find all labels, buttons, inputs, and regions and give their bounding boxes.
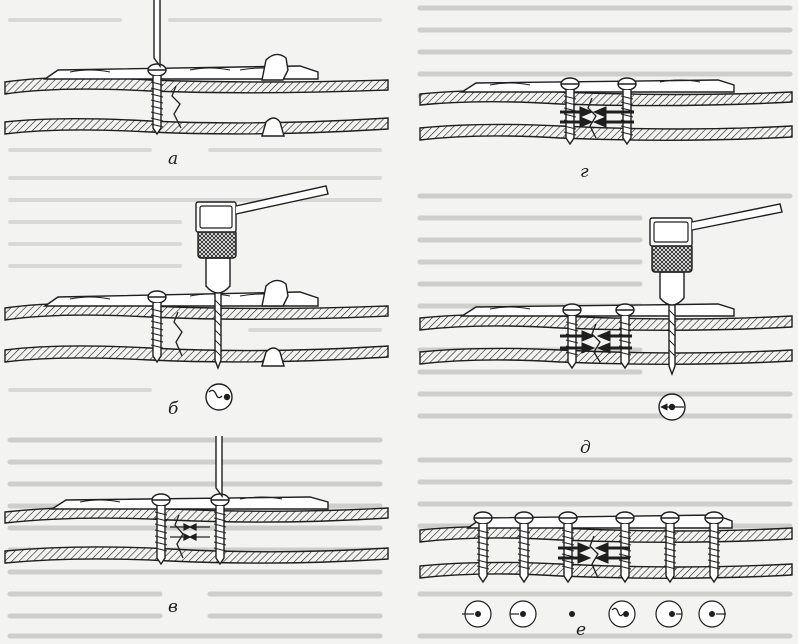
fracture-line	[171, 85, 182, 129]
drill-bit	[214, 290, 222, 370]
bone-lower-cortex	[419, 347, 793, 365]
bone-plate	[49, 496, 329, 510]
fracture-line	[173, 311, 183, 357]
panel-g	[419, 77, 793, 146]
fracture-line	[589, 535, 599, 579]
panel-label-b: б	[168, 399, 179, 419]
plate-clamp	[261, 53, 289, 81]
panel-label-g: г	[580, 162, 589, 182]
panel-d	[419, 203, 793, 421]
drill-guide	[205, 257, 231, 294]
compression-arrows	[558, 542, 630, 564]
panel-label-v: в	[168, 597, 178, 617]
drill-collar	[197, 229, 237, 259]
fracture-line	[591, 323, 601, 363]
bone-lower-cortex	[4, 546, 389, 564]
drill-handle	[235, 185, 329, 215]
bone-lower-cortex	[4, 345, 389, 363]
bone-plate	[465, 514, 733, 529]
drill-bit	[668, 300, 676, 376]
bone-lower-cortex	[4, 117, 389, 135]
panel-a	[4, 0, 389, 137]
panel-v	[4, 436, 389, 566]
panel-e	[419, 511, 793, 628]
compression-arrows	[560, 330, 632, 354]
bone-lower-cortex	[419, 561, 793, 579]
bone-upper-cortex	[419, 525, 793, 543]
drill-handle	[691, 203, 783, 231]
fracture-line	[174, 514, 184, 559]
bone-plate	[459, 303, 735, 317]
bone-upper-cortex	[419, 313, 793, 331]
plate-clamp	[261, 279, 289, 307]
screw-hole-details	[462, 600, 726, 628]
bone-plate	[459, 79, 735, 93]
background-text-left-top	[8, 18, 382, 392]
bone-upper-cortex	[4, 76, 389, 95]
drill-chuck	[649, 217, 693, 247]
compression-arrows	[170, 523, 210, 541]
screw-shaft	[152, 303, 162, 364]
panel-label-e: е	[576, 620, 587, 640]
panel-label-a: а	[168, 149, 179, 169]
drill-collar	[651, 243, 693, 273]
drill-guide	[659, 271, 685, 306]
panel-label-d: д	[580, 438, 591, 458]
compression-arrows	[560, 106, 634, 128]
panel-b	[4, 185, 389, 411]
fracture-line	[587, 97, 597, 139]
bone-lower-cortex	[419, 123, 793, 141]
screwdriver	[153, 0, 161, 69]
drill-chuck	[195, 201, 237, 233]
screwdriver	[215, 436, 223, 499]
